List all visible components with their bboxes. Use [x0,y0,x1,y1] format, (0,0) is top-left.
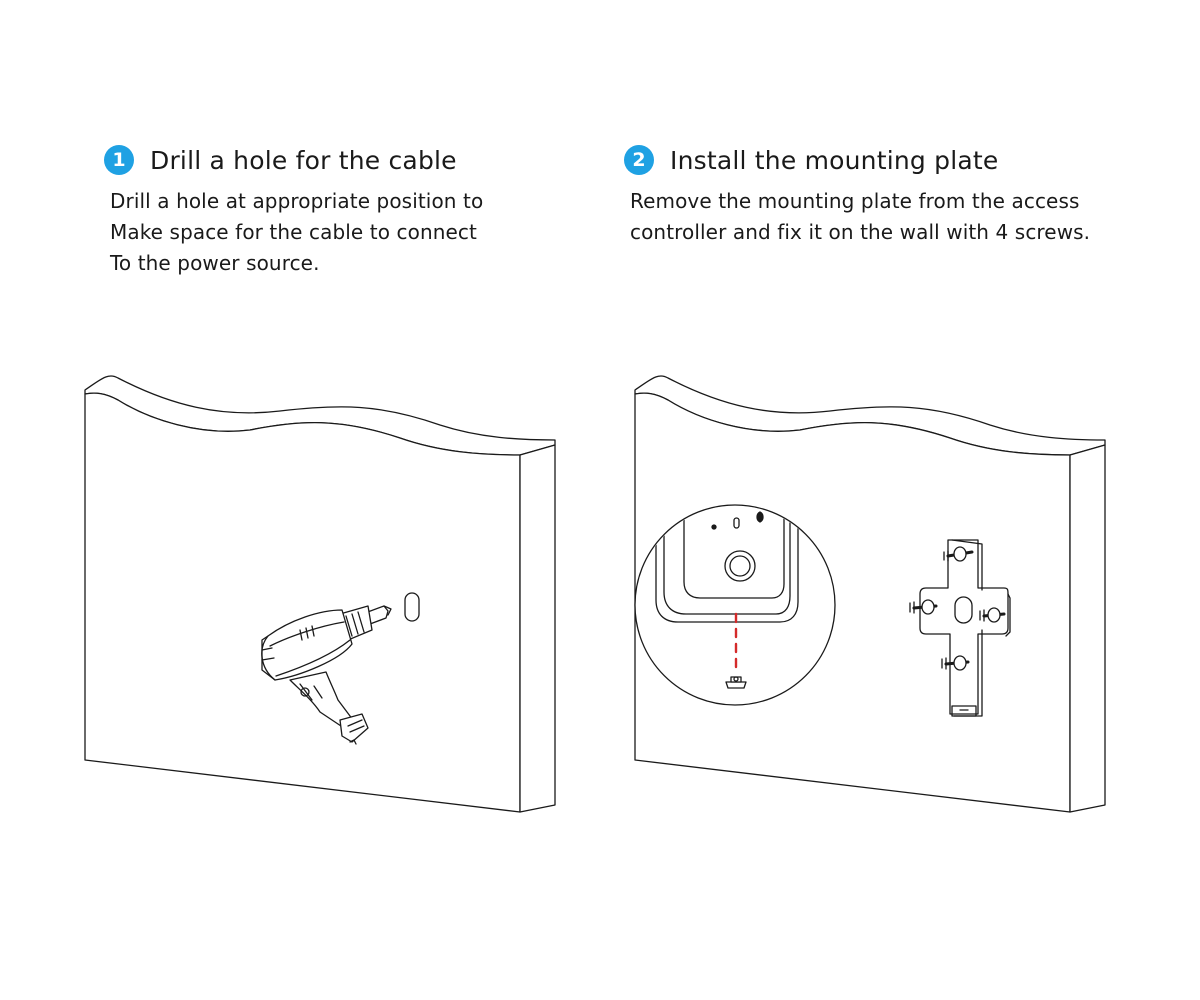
step-1-description: Drill a hole at appropriate position to … [104,186,564,279]
mounting-plate [919,539,1011,717]
screw-icon [909,546,1006,671]
step-1-title: Drill a hole for the cable [150,145,457,175]
cable-hole [404,592,420,622]
step-1-header: 1 Drill a hole for the cable [104,142,564,178]
step-1-badge: 1 [104,145,134,175]
step-2-title: Install the mounting plate [670,145,999,175]
step-1: 1 Drill a hole for the cable Drill a hol… [104,142,564,279]
step-2-badge: 2 [624,145,654,175]
step-2: 2 Install the mounting plate Remove the … [624,142,1184,248]
step-1-line-3: To the power source. [110,251,320,275]
detail-magnifier [634,504,836,706]
step-1-line-2: Make space for the cable to connect [110,220,477,244]
step-2-line-1: Remove the mounting plate from the acces… [630,189,1080,213]
step-2-header: 2 Install the mounting plate [624,142,1184,178]
step-2-description: Remove the mounting plate from the acces… [624,186,1184,248]
drill-icon [261,605,392,745]
wall-panel-1 [84,375,556,813]
step-2-line-2: controller and fix it on the wall with 4… [630,220,1091,244]
step-1-line-1: Drill a hole at appropriate position to [110,189,484,213]
